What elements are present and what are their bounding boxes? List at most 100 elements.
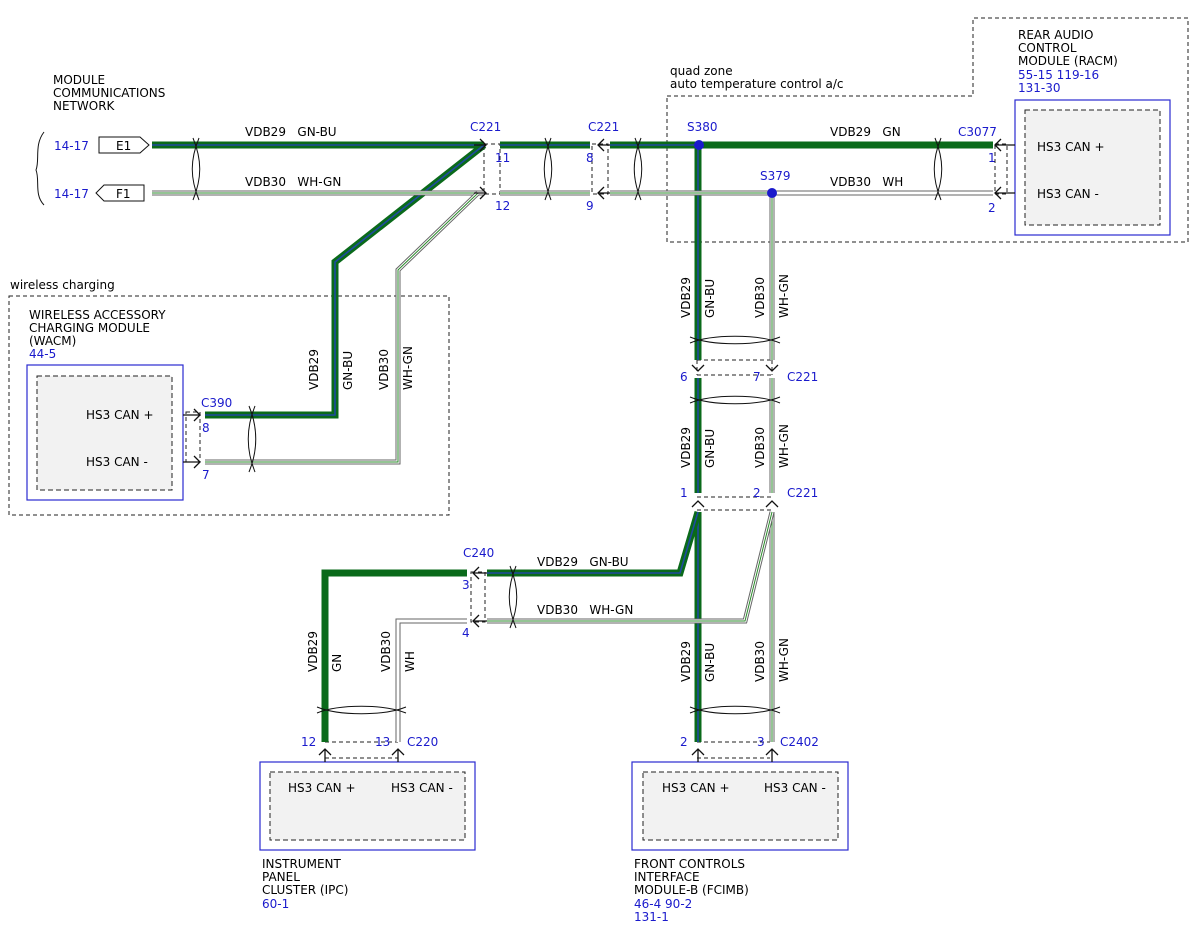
wire-label: VDB29 (307, 349, 321, 390)
wire-vdb29-gnbu (152, 141, 702, 742)
ipc-inner (269, 771, 466, 841)
wire-label: VDB30 (379, 631, 393, 672)
wire-vdb30-wh (395, 190, 993, 742)
wacm-name-2: CHARGING MODULE (29, 321, 150, 335)
pin-number: 12 (301, 735, 316, 749)
wire-label: VDB29 GN-BU (537, 555, 629, 569)
ipc-name-3: CLUSTER (IPC) (262, 883, 348, 897)
fcimb-ref-2: 131-1 (634, 910, 669, 924)
wire-label: VDB30 WH (830, 175, 903, 189)
twisted-pair-icons (191, 137, 943, 715)
splice-s380 (694, 140, 704, 150)
fcimb-ref-1: 46-4 90-2 (634, 897, 692, 911)
ipc-pin-can-plus: HS3 CAN + (288, 781, 356, 795)
connector-c240-label: C240 (463, 546, 494, 560)
racm-pin-can-plus: HS3 CAN + (1037, 140, 1105, 154)
wacm-inner (36, 375, 173, 491)
wire-label: WH-GN (401, 346, 415, 390)
wacm-name-3: (WACM) (29, 334, 76, 348)
pin-number: 3 (462, 578, 470, 592)
wire-label: WH (403, 651, 417, 672)
wire-label: VDB30 WH-GN (245, 175, 341, 189)
wireless-charging-area (8, 295, 450, 516)
splice-s379-label: S379 (760, 169, 791, 183)
wire-label: VDB29 (679, 641, 693, 682)
wacm-name-1: WIRELESS ACCESSORY (29, 308, 166, 322)
pin-number: 11 (495, 151, 510, 165)
pin-number: 7 (202, 468, 210, 482)
wire-label: GN-BU (341, 351, 355, 390)
connector-f1 (95, 184, 145, 202)
splice-s380-label: S380 (687, 120, 718, 134)
pin-number: 2 (753, 486, 761, 500)
pin-number: 2 (680, 735, 688, 749)
fcimb-pin-can-minus: HS3 CAN - (764, 781, 826, 795)
ipc-ref-1: 60-1 (262, 897, 289, 911)
wacm-pin-can-plus: HS3 CAN + (86, 408, 154, 422)
racm-pin-can-minus: HS3 CAN - (1037, 187, 1099, 201)
connector-c2402-label: C2402 (780, 735, 819, 749)
network-title-2: COMMUNICATIONS (53, 86, 165, 100)
wire-label: VDB30 (753, 277, 767, 318)
racm-ref-2: 131-30 (1018, 81, 1061, 95)
wire-label: VDB29 (679, 427, 693, 468)
connector-c221-label: C221 (787, 486, 818, 500)
pin-number: 6 (680, 370, 688, 384)
wire-label: VDB30 WH-GN (537, 603, 633, 617)
connector-c221-label: C221 (787, 370, 818, 384)
quad-zone-label-2: auto temperature control a/c (670, 77, 843, 91)
ipc-name-2: PANEL (262, 870, 300, 884)
connector-c221-label: C221 (470, 120, 501, 134)
wire-label: VDB29 (679, 277, 693, 318)
pin-number: 2 (988, 201, 996, 215)
wire-vdb30-whgn (152, 190, 775, 742)
pin-number: 4 (462, 626, 470, 640)
ipc-name-1: INSTRUMENT (262, 857, 341, 871)
wacm-ref-1: 44-5 (29, 347, 56, 361)
wire-label: GN-BU (703, 429, 717, 468)
ipc-pin-can-minus: HS3 CAN - (391, 781, 453, 795)
fcimb-inner (642, 771, 839, 841)
fcimb-name-2: INTERFACE (634, 870, 700, 884)
wire-label: GN (330, 654, 344, 672)
quad-zone-label-1: quad zone (670, 64, 733, 78)
connector-f1-label: F1 (116, 187, 131, 201)
pin-number: 1 (680, 486, 688, 500)
connector-c220-label: C220 (407, 735, 438, 749)
racm-name-2: CONTROL (1018, 41, 1077, 55)
pin-number: 13 (375, 735, 390, 749)
pin-number: 3 (757, 735, 765, 749)
pin-number: 1 (988, 151, 996, 165)
wire-label: GN-BU (703, 643, 717, 682)
network-ref-f1: 14-17 (54, 187, 89, 201)
pin-number: 8 (586, 151, 594, 165)
wire-label: WH-GN (777, 274, 791, 318)
network-ref-e1: 14-17 (54, 139, 89, 153)
pin-number: 12 (495, 199, 510, 213)
brace-icon (35, 131, 45, 206)
wire-label: VDB30 (753, 427, 767, 468)
racm-name-1: REAR AUDIO (1018, 28, 1094, 42)
wire-label: WH-GN (777, 424, 791, 468)
wire-label: VDB29 GN-BU (245, 125, 337, 139)
fcimb-name-3: MODULE-B (FCIMB) (634, 883, 749, 897)
connector-c390-label: C390 (201, 396, 232, 410)
quad-zone-area (666, 17, 1189, 243)
pin-number: 7 (753, 370, 761, 384)
wireless-charging-label: wireless charging (10, 278, 115, 292)
pin-number: 9 (586, 199, 594, 213)
wacm-pin-can-minus: HS3 CAN - (86, 455, 148, 469)
racm-ref-1: 55-15 119-16 (1018, 68, 1099, 82)
pin-number: 8 (202, 421, 210, 435)
racm-name-3: MODULE (RACM) (1018, 54, 1118, 68)
wire-label: VDB30 (377, 349, 391, 390)
network-title-3: NETWORK (53, 99, 116, 113)
connector-c3077-label: C3077 (958, 125, 997, 139)
network-title-1: MODULE (53, 73, 105, 87)
connector-boxes (185, 143, 1008, 759)
wire-label: VDB29 GN (830, 125, 901, 139)
splice-s379 (767, 188, 777, 198)
fcimb-pin-can-plus: HS3 CAN + (662, 781, 730, 795)
wire-label: VDB29 (306, 631, 320, 672)
